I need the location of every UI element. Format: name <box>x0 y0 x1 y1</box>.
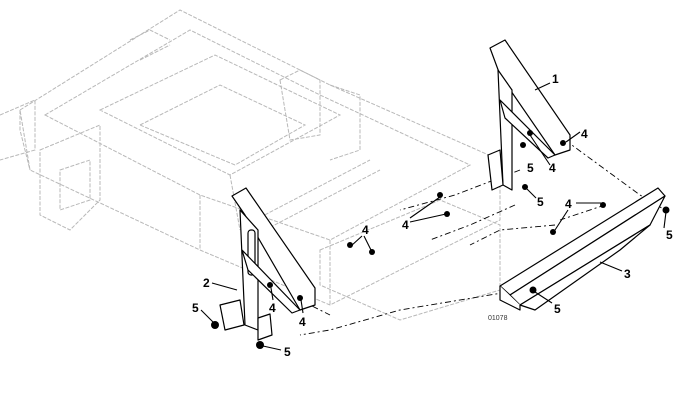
callout-5: 5 <box>537 195 544 209</box>
callout-5: 5 <box>554 302 561 316</box>
callout-4: 4 <box>402 218 409 232</box>
callout-2: 2 <box>203 276 210 290</box>
figure-id: 01078 <box>488 315 508 322</box>
crossbar <box>499 187 666 311</box>
callout-4: 4 <box>269 301 276 315</box>
hardware <box>211 130 670 349</box>
leader-lines <box>200 82 667 351</box>
callout-5: 5 <box>284 345 291 359</box>
callout-4: 4 <box>549 161 556 175</box>
callout-3: 3 <box>624 267 631 281</box>
mower-frame <box>0 9 501 321</box>
callout-4: 4 <box>362 223 369 237</box>
callout-4: 4 <box>565 197 572 211</box>
callout-5: 5 <box>527 161 534 175</box>
callout-5: 5 <box>192 301 199 315</box>
callout-4: 4 <box>581 127 588 141</box>
callout-4: 4 <box>299 315 306 329</box>
right-bracket <box>487 39 571 191</box>
left-bracket <box>219 187 316 341</box>
callout-5: 5 <box>666 228 673 242</box>
callout-1: 1 <box>552 72 559 86</box>
